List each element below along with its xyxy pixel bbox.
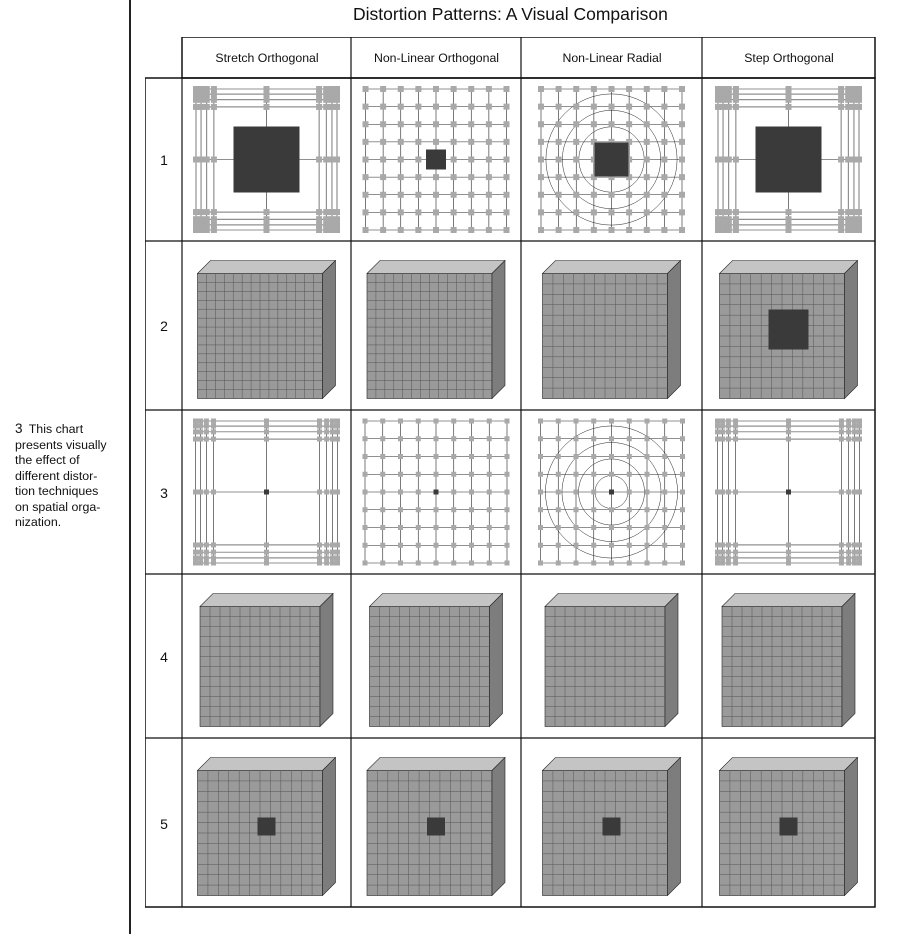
caption-line-1: This chart bbox=[28, 422, 84, 436]
thumbnail-r4-c3 bbox=[544, 592, 679, 728]
grid-lines bbox=[145, 37, 876, 908]
column-header-step-orthogonal: Step Orthogonal bbox=[744, 51, 834, 65]
thumbnail-r3-c4 bbox=[715, 418, 862, 566]
thumbnail-r4-c1 bbox=[199, 592, 334, 728]
thumbnail-r1-c1 bbox=[193, 86, 340, 233]
thumbnail-r3-c3 bbox=[538, 418, 685, 566]
caption-line-4: different distor- bbox=[15, 468, 98, 483]
column-header-stretch-orthogonal: Stretch Orthogonal bbox=[215, 51, 319, 65]
thumbnail-r2-c4 bbox=[718, 259, 859, 400]
caption-line-3: the effect of bbox=[15, 453, 80, 467]
thumbnail-r4-c4 bbox=[721, 592, 856, 728]
margin-rule bbox=[129, 0, 131, 934]
caption-line-5: tion techniques bbox=[15, 484, 99, 498]
figure-title: Distortion Patterns: A Visual Comparison bbox=[353, 4, 668, 24]
thumbnail-r5-c1 bbox=[196, 756, 337, 897]
thumbnail-r3-c1 bbox=[193, 418, 340, 566]
thumbnail-r1-c2 bbox=[362, 86, 510, 233]
row-label-5: 5 bbox=[160, 815, 168, 832]
figure-caption: 3 This chart presents visually the effec… bbox=[15, 421, 127, 531]
row-label-3: 3 bbox=[160, 484, 168, 501]
row-label-4: 4 bbox=[160, 648, 168, 665]
row-label-2: 2 bbox=[160, 318, 168, 334]
thumbnail-r5-c3 bbox=[541, 756, 682, 897]
body-frame bbox=[145, 77, 876, 908]
thumbnail-r2-c2 bbox=[366, 259, 506, 400]
column-header-non-linear-orthogonal: Non-Linear Orthogonal bbox=[373, 51, 500, 65]
thumbnail-r4-c2 bbox=[368, 592, 504, 728]
caption-line-7: nization. bbox=[15, 515, 62, 529]
thumbnail-r3-c2 bbox=[362, 418, 510, 566]
thumbnail-r2-c3 bbox=[541, 259, 682, 400]
caption-line-2: presents visually bbox=[15, 437, 107, 452]
comparison-grid bbox=[145, 37, 876, 908]
figure-number: 3 bbox=[15, 421, 23, 436]
thumbnail-r5-c4 bbox=[718, 756, 859, 897]
thumbnail-r5-c2 bbox=[366, 756, 506, 897]
thumbnail-r1-c3 bbox=[538, 86, 685, 233]
column-header-non-linear-radial: Non-Linear Radial bbox=[562, 51, 662, 65]
row-label-1: 1 bbox=[160, 151, 168, 168]
caption-line-6: on spatial orga- bbox=[15, 499, 101, 514]
thumbnail-r2-c1 bbox=[196, 259, 337, 400]
thumbnail-r1-c4 bbox=[715, 86, 862, 233]
